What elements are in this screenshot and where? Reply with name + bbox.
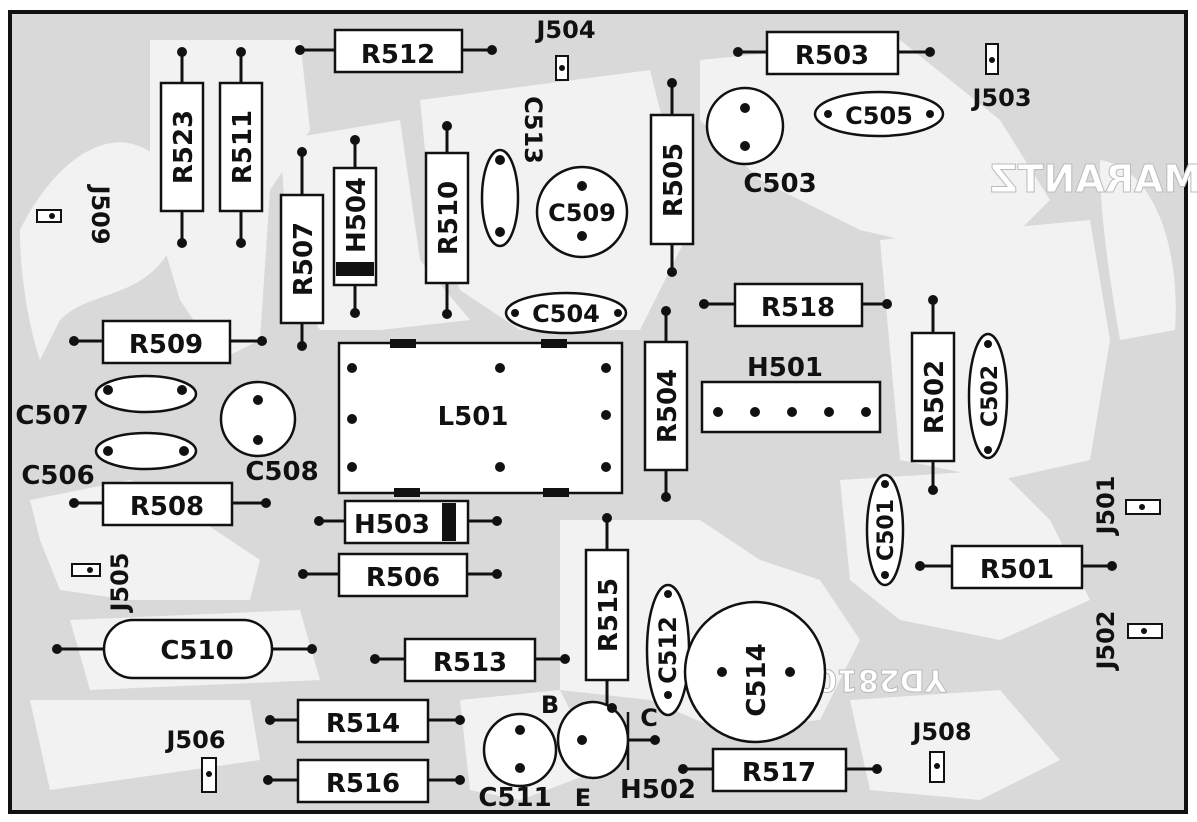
jack-j509-label: J509 <box>86 183 114 244</box>
resistor-r506-label: R506 <box>366 563 440 593</box>
capacitor-c514-label: C514 <box>742 643 772 716</box>
jack-j503-label: J503 <box>970 84 1031 112</box>
transistor-h502: B C E H502 <box>541 691 696 812</box>
resistor-r503-label: R503 <box>795 41 869 71</box>
jack-j506-label: J506 <box>164 726 225 754</box>
resistor-r523-label: R523 <box>169 110 199 184</box>
resistor-r523: R523 <box>159 47 205 248</box>
resistor-r518: R518 <box>699 282 892 328</box>
capacitor-c508: C508 <box>219 380 319 487</box>
transistor-collector-label: C <box>640 704 658 732</box>
resistor-r510: R510 <box>424 121 470 319</box>
jack-j505-label: J505 <box>106 552 134 613</box>
resistor-r508: R508 <box>69 481 271 527</box>
jack-j508: J508 <box>910 718 972 783</box>
resistor-r502: R502 <box>910 295 956 495</box>
resistor-r502-label: R502 <box>920 360 950 434</box>
capacitor-c507: C507 <box>15 374 198 431</box>
capacitor-c503-label: C503 <box>743 169 816 199</box>
resistor-r512: R512 <box>295 28 497 74</box>
part-h504: H504 <box>332 135 378 318</box>
silkscreen-brand-text: MARANTZ <box>990 157 1197 201</box>
jack-j508-label: J508 <box>910 718 971 746</box>
capacitor-c505-label: C505 <box>845 102 913 130</box>
resistor-r507-label: R507 <box>289 222 319 296</box>
transistor-emitter-label: E <box>575 784 591 812</box>
jack-j502-label: J502 <box>1092 610 1120 671</box>
capacitor-c501: C501 <box>865 473 905 587</box>
resistor-r512-label: R512 <box>361 40 435 70</box>
resistor-r514-label: R514 <box>326 709 400 739</box>
capacitor-c506: C506 <box>21 431 198 491</box>
capacitor-c501-label: C501 <box>874 499 899 561</box>
capacitor-c507-label: C507 <box>15 401 88 431</box>
capacitor-c504-label: C504 <box>532 300 600 328</box>
capacitor-c506-label: C506 <box>21 461 94 491</box>
resistor-r505: R505 <box>649 78 695 277</box>
resistor-r507: R507 <box>279 147 325 351</box>
resistor-r506: R506 <box>298 552 502 598</box>
capacitor-c502: C502 <box>967 332 1009 460</box>
capacitor-c513: C513 <box>480 96 547 248</box>
capacitor-c505: C505 <box>813 90 945 138</box>
resistor-r501-label: R501 <box>980 555 1054 585</box>
capacitor-c511-label: C511 <box>478 783 551 813</box>
capacitor-c510-label: C510 <box>160 636 233 666</box>
jack-j506: J506 <box>164 726 226 793</box>
resistor-r511: R511 <box>218 47 264 248</box>
capacitor-c511: C511 <box>478 712 558 813</box>
capacitor-c512: C512 <box>645 583 691 717</box>
resistor-r504-label: R504 <box>653 369 683 443</box>
resistor-r501: R501 <box>915 544 1117 590</box>
capacitor-c513-label: C513 <box>519 96 547 164</box>
resistor-r510-label: R510 <box>434 181 464 255</box>
resistor-r517-label: R517 <box>742 758 816 788</box>
jack-j502: J502 <box>1092 610 1163 672</box>
capacitor-c503: C503 <box>705 86 817 199</box>
capacitor-c510: C510 <box>52 618 317 680</box>
jack-j509: J509 <box>36 183 114 245</box>
jack-j503: J503 <box>970 43 1032 112</box>
transistor-base-label: B <box>541 691 559 719</box>
capacitor-c514: C514 <box>683 600 827 744</box>
resistor-r513: R513 <box>370 637 570 683</box>
resistor-r508-label: R508 <box>130 492 204 522</box>
resistor-r515-label: R515 <box>594 578 624 652</box>
capacitor-c508-label: C508 <box>245 457 318 487</box>
resistor-r518-label: R518 <box>761 293 835 323</box>
resistor-r517: R517 <box>678 747 882 793</box>
connector-h501: H501 <box>700 353 882 434</box>
resistor-r516: R516 <box>263 758 465 804</box>
capacitor-c502-label: C502 <box>978 365 1003 427</box>
capacitor-c512-label: C512 <box>654 616 682 684</box>
capacitor-c504: C504 <box>504 291 628 335</box>
resistor-r503: R503 <box>733 30 935 76</box>
jack-j504: J504 <box>534 16 596 81</box>
resistor-r513-label: R513 <box>433 648 507 678</box>
capacitor-c509-label: C509 <box>548 199 616 227</box>
part-h503-label: H503 <box>354 510 430 540</box>
part-h503: H503 <box>314 499 502 545</box>
part-h504-label: H504 <box>342 177 372 253</box>
transistor-h502-label: H502 <box>620 775 696 805</box>
resistor-r509-label: R509 <box>129 330 203 360</box>
resistor-r515: R515 <box>584 513 630 707</box>
jack-j505: J505 <box>71 552 134 614</box>
resistor-r504: R504 <box>643 306 689 502</box>
inductor-l501: L501 <box>337 339 624 497</box>
resistor-r516-label: R516 <box>326 769 400 799</box>
resistor-r505-label: R505 <box>659 143 689 217</box>
jack-j501: J501 <box>1092 475 1161 537</box>
resistor-r511-label: R511 <box>228 110 258 184</box>
jack-j501-label: J501 <box>1092 475 1120 536</box>
resistor-r509: R509 <box>69 319 267 365</box>
connector-h501-label: H501 <box>747 353 823 383</box>
inductor-l501-label: L501 <box>438 402 509 432</box>
jack-j504-label: J504 <box>534 16 595 44</box>
capacitor-c509: C509 <box>535 165 629 259</box>
resistor-r514: R514 <box>265 698 465 744</box>
